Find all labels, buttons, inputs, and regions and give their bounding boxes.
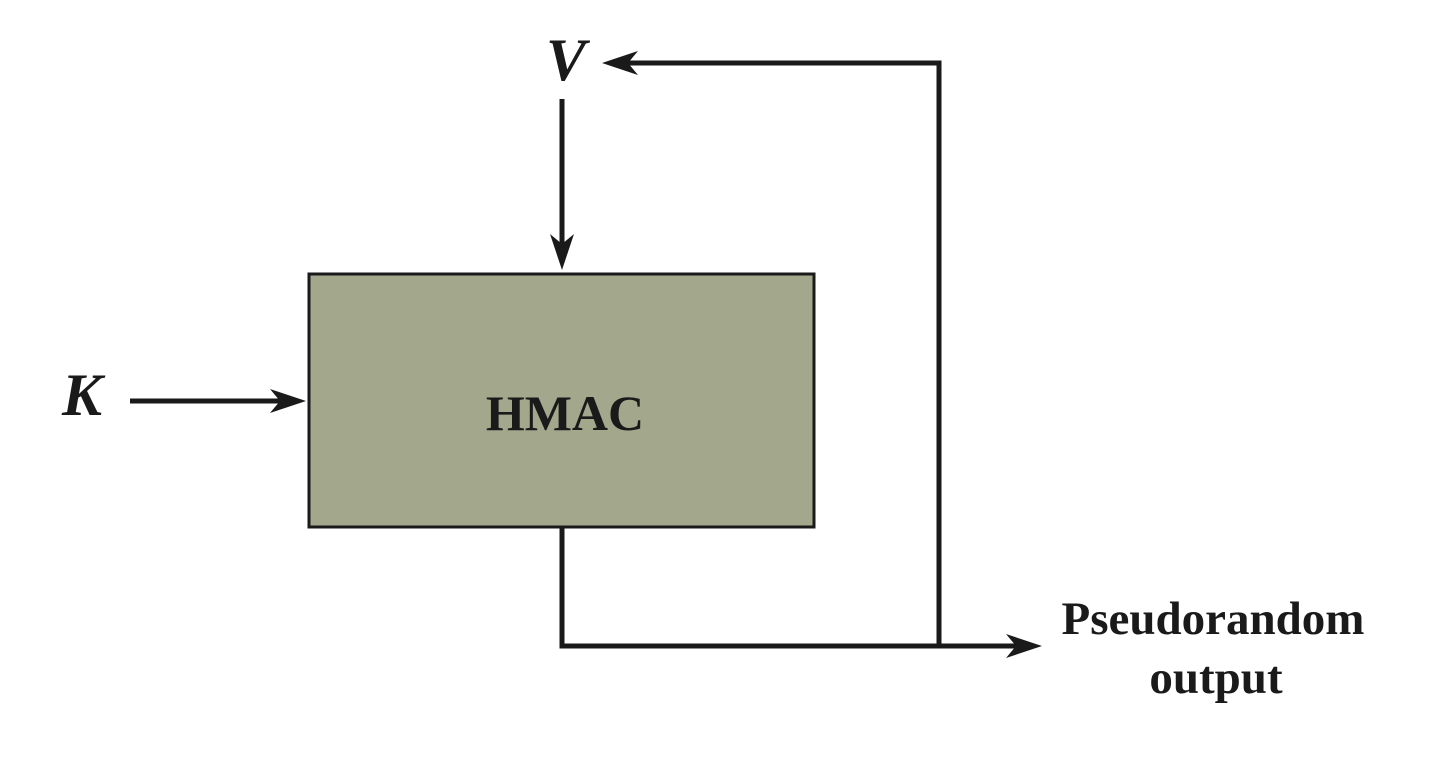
hmac-block [307, 272, 816, 529]
hmac-block-label: HMAC [486, 385, 644, 441]
hmac-output-path [559, 527, 1020, 649]
output-label-line2: output [1149, 652, 1283, 704]
pseudorandom-output-arrowhead [1006, 634, 1042, 658]
feedback-arrowhead [602, 51, 638, 75]
feedback-loop-path [625, 60, 942, 646]
value-input-arrowhead [550, 234, 574, 270]
value-label: V [546, 27, 591, 93]
key-input-arrowhead [270, 389, 306, 413]
output-label-line1: Pseudorandom [1062, 593, 1365, 645]
key-label: K [61, 362, 106, 428]
